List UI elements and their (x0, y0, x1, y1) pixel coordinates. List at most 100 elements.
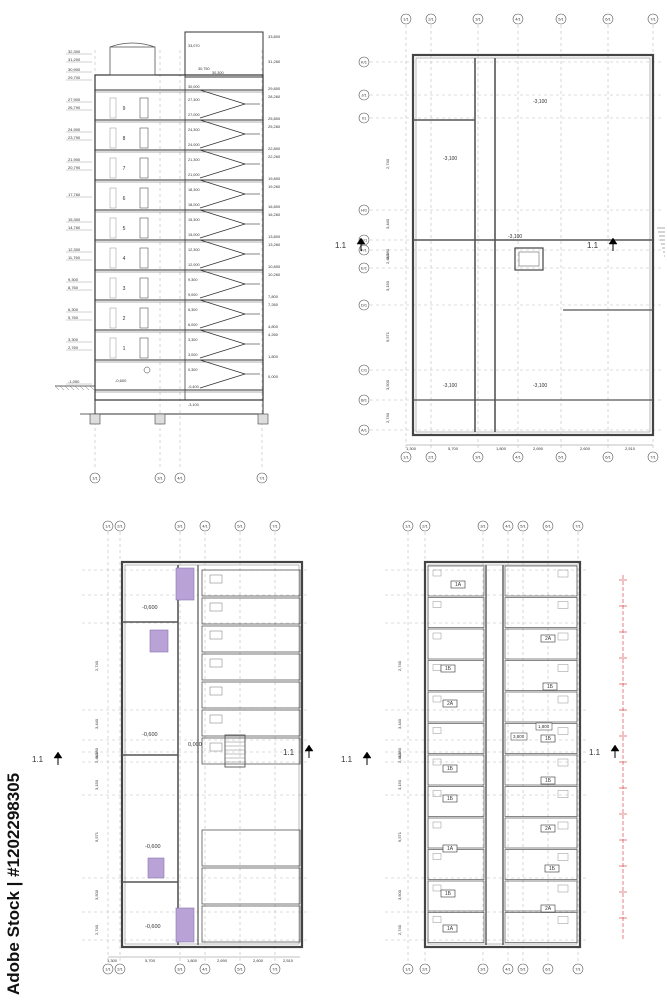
level-label: -3,100 (533, 383, 547, 389)
bottom-axis-2-label: 3/1 (480, 967, 486, 972)
bottom-axis-0-bubble (402, 963, 414, 975)
bottom-axis-6-label: 7/1 (575, 967, 581, 972)
dimension-left: 2,440 (94, 752, 99, 763)
dimension-bottom: 2,510 (625, 446, 636, 451)
apartment-room (201, 569, 301, 597)
bottom-axis-3-bubble (512, 451, 524, 463)
apartment-room (201, 829, 301, 867)
door-opening (139, 187, 149, 209)
elevation-inner: 30,000 (188, 85, 200, 89)
bottom-axis-3-bubble (502, 963, 514, 975)
door-opening (139, 247, 149, 269)
elevation-right: 33,800 (268, 34, 281, 39)
ground-hatch (79, 385, 85, 391)
left-axis-3-bubble (358, 299, 370, 311)
level-label: 3,800 (513, 734, 525, 739)
elevation-left: 3,300 (68, 337, 79, 342)
dimension-bottom: 1,800 (496, 446, 507, 451)
apartment-type-label: 1Б (547, 684, 554, 690)
elevation-left: 27,900 (68, 97, 81, 102)
apartment-tag-box (442, 924, 458, 933)
elevation-right: 10,260 (268, 272, 281, 277)
apartment-room (504, 691, 578, 723)
dimension-left: 3,150 (385, 280, 390, 291)
dimension-left: 3,500 (94, 889, 99, 900)
bottom-axis-0-bubble (102, 963, 114, 975)
dimension-left: 3,440 (94, 718, 99, 729)
bathroom-fixture (209, 686, 223, 696)
level-box (510, 732, 528, 741)
door-opening (139, 337, 149, 359)
roof-dome (109, 42, 156, 48)
bottom-axis-4-label: 5/1 (558, 455, 564, 460)
top-axis-2-bubble (174, 520, 186, 532)
kitchen-fixture (557, 790, 569, 798)
elevation-right: 7,260 (268, 302, 279, 307)
kitchen-fixture (557, 695, 569, 704)
ground-hatch (74, 385, 80, 391)
dimension-bottom: 5,700 (145, 958, 156, 963)
top-axis-1-bubble (425, 13, 437, 25)
bottom-axis-5-label: 6/1 (545, 967, 551, 972)
left-axis-4-bubble (358, 262, 370, 274)
left-axis-8-label: I/1 (362, 116, 367, 121)
top-axis-5-bubble (542, 520, 554, 532)
apartment-type-label: 1A (455, 582, 462, 588)
bottom-axis-5-bubble (269, 963, 281, 975)
left-axis-8-bubble (358, 112, 370, 124)
ground-hatch (59, 385, 65, 391)
section-axis-2-bubble (174, 472, 186, 484)
stair-flight (199, 103, 246, 119)
top-axis-0-bubble (102, 520, 114, 532)
stair-flight (199, 313, 246, 329)
bath-fixture (432, 569, 442, 577)
left-axis-7-bubble (358, 204, 370, 216)
stair-core (224, 734, 246, 768)
floor-number: 2 (123, 316, 126, 322)
apartment-room (427, 723, 485, 754)
dimension-bottom: 2,510 (283, 958, 294, 963)
dimension-left: 9,380 (385, 248, 390, 259)
apartment-tag-box (450, 580, 466, 589)
stair-flight (199, 359, 246, 375)
top-axis-6-bubble (647, 13, 659, 25)
bottom-axis-1-bubble (114, 963, 126, 975)
section-mark-right-arrow (610, 744, 620, 752)
bottom-axis-3-bubble (199, 963, 211, 975)
elevation-left: 11,760 (68, 255, 81, 260)
bottom-axis-0-label: 1/1 (105, 967, 111, 972)
apartment-room (201, 597, 301, 625)
elevation-right: 13,800 (268, 234, 281, 239)
apartment-room (427, 597, 485, 628)
dimension-left: 2,740 (397, 924, 402, 935)
left-axis-5-label: F/1 (361, 248, 368, 253)
elevation-inner: 30,300 (212, 71, 224, 75)
dimension-left: 2,740 (397, 660, 402, 671)
elevation-right: 22,260 (268, 154, 281, 159)
dimension-left: 9,571 (397, 831, 402, 842)
elevation-inner: 24,000 (188, 143, 200, 147)
basement-plan-svg: 1/11/12/12/13/13/14/14/15/15/16/16/17/17… (335, 13, 665, 463)
top-axis-1-bubble (114, 520, 126, 532)
bath-fixture (432, 821, 442, 829)
bathroom-fixture (209, 574, 223, 584)
bathroom-fixture (209, 742, 223, 752)
section-axis-3-bubble (256, 472, 268, 484)
left-axis-0-label: A/1 (361, 428, 368, 433)
door-opening (139, 277, 149, 299)
stair-flight (199, 269, 246, 285)
elevation-left: 20,790 (68, 165, 81, 170)
bath-fixture (432, 632, 442, 640)
bottom-axis-4-bubble (555, 451, 567, 463)
kitchen-fixture (557, 916, 569, 924)
dimension-bottom: 2,690 (533, 446, 544, 451)
apartment-type-label: 2A (545, 826, 552, 832)
floor-number: 1 (123, 346, 126, 352)
window (109, 337, 117, 359)
section-axis-0-bubble (89, 472, 101, 484)
stair-flight (199, 193, 246, 209)
dimension-bottom: 5,700 (448, 446, 459, 451)
